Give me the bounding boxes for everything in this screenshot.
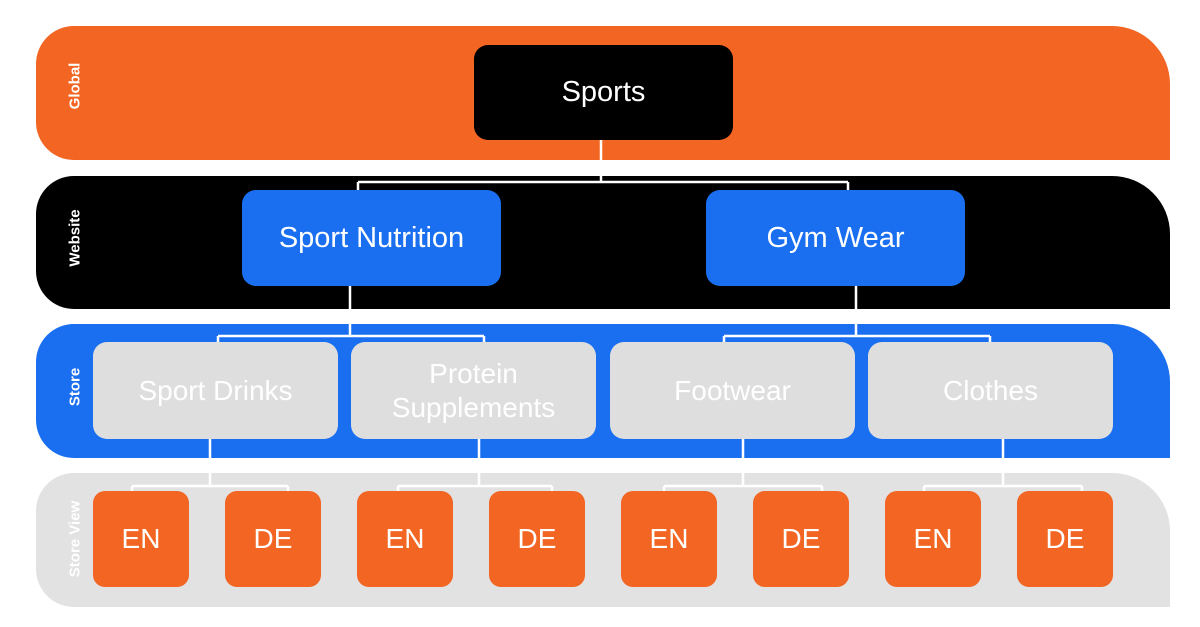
store-view-node-en: EN	[885, 491, 981, 587]
store-view-node-en: EN	[357, 491, 453, 587]
website-band	[36, 176, 1170, 309]
store-node-protein-supplements: Protein Supplements	[351, 342, 596, 439]
store-view-node-de: DE	[753, 491, 849, 587]
store-view-node-en: EN	[93, 491, 189, 587]
website-node-sport-nutrition: Sport Nutrition	[242, 190, 501, 286]
store-view-node-de: DE	[225, 491, 321, 587]
store-view-node-en: EN	[621, 491, 717, 587]
root-node-sports: Sports	[474, 45, 733, 140]
store-node-sport-drinks: Sport Drinks	[93, 342, 338, 439]
store-view-node-de: DE	[489, 491, 585, 587]
store-node-footwear: Footwear	[610, 342, 855, 439]
store-node-clothes: Clothes	[868, 342, 1113, 439]
website-node-gym-wear: Gym Wear	[706, 190, 965, 286]
store-view-node-de: DE	[1017, 491, 1113, 587]
